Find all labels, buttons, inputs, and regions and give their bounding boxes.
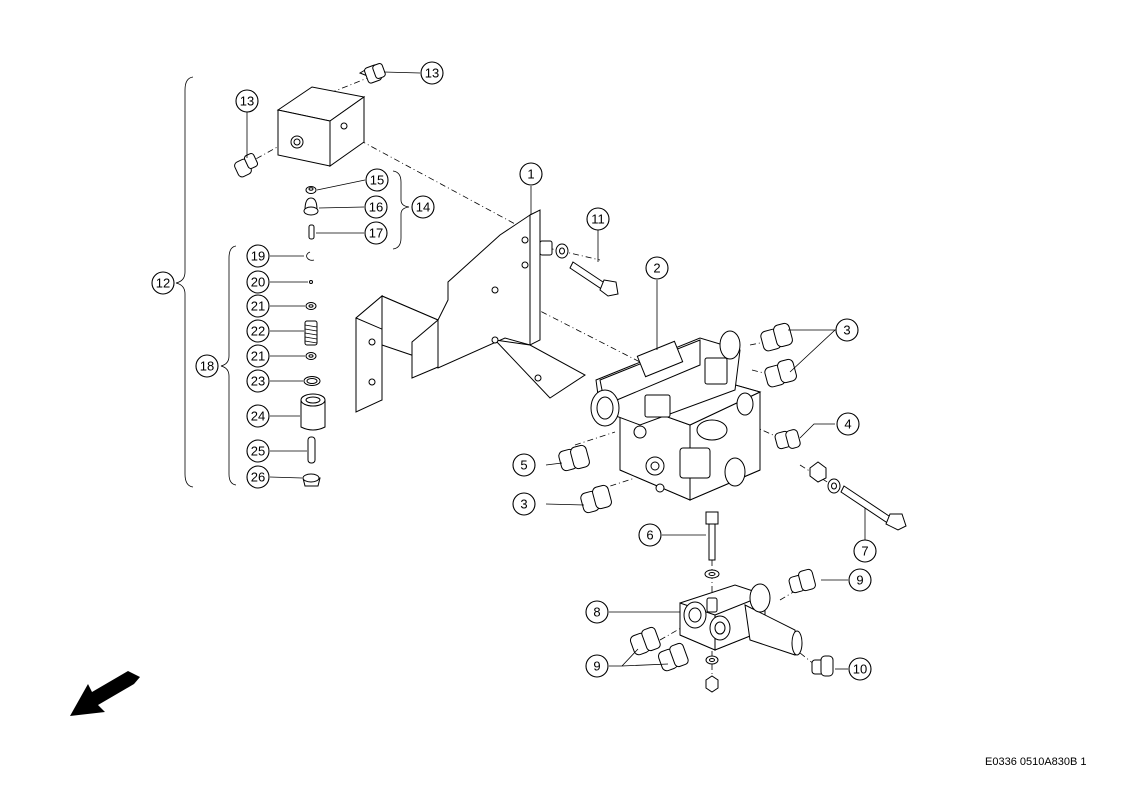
fitting-13-top bbox=[358, 63, 386, 84]
callout-3-lower: 3 bbox=[512, 492, 536, 516]
svg-text:24: 24 bbox=[251, 409, 265, 424]
svg-text:23: 23 bbox=[251, 374, 265, 389]
parts-19-26 bbox=[300, 251, 326, 487]
callout-21-upper: 21 bbox=[246, 294, 270, 318]
svg-text:3: 3 bbox=[843, 323, 850, 338]
callout-stubs bbox=[269, 255, 308, 479]
callout-3-upper: 3 bbox=[835, 318, 859, 342]
callout-12: 12 bbox=[151, 271, 175, 295]
svg-text:14: 14 bbox=[416, 200, 430, 215]
callout-15: 15 bbox=[365, 168, 389, 192]
callout-2: 2 bbox=[645, 256, 669, 280]
callout-1: 1 bbox=[519, 162, 543, 186]
callout-8: 8 bbox=[585, 600, 609, 624]
callout-4: 4 bbox=[836, 412, 860, 436]
svg-text:25: 25 bbox=[251, 444, 265, 459]
flow-block bbox=[679, 583, 803, 693]
bolt-6 bbox=[704, 511, 720, 579]
svg-text:19: 19 bbox=[251, 249, 265, 264]
bolt-7-set bbox=[809, 461, 907, 531]
svg-text:12: 12 bbox=[156, 276, 170, 291]
fitting-4 bbox=[774, 429, 801, 450]
svg-text:18: 18 bbox=[200, 359, 214, 374]
svg-text:9: 9 bbox=[856, 573, 863, 588]
svg-text:21: 21 bbox=[251, 299, 265, 314]
svg-text:13: 13 bbox=[240, 94, 254, 109]
brace-12 bbox=[175, 76, 194, 488]
callout-11: 11 bbox=[586, 207, 610, 231]
callout-23: 23 bbox=[246, 369, 270, 393]
fitting-3-left bbox=[580, 484, 612, 514]
callout-17: 17 bbox=[364, 221, 388, 245]
svg-text:22: 22 bbox=[251, 324, 265, 339]
svg-text:7: 7 bbox=[861, 544, 868, 559]
svg-text:15: 15 bbox=[370, 173, 384, 188]
parts-15-17 bbox=[303, 186, 319, 240]
callout-22: 22 bbox=[246, 319, 270, 343]
callout-7: 7 bbox=[853, 539, 877, 563]
bolt-11-set bbox=[539, 240, 619, 297]
callout-21-lower: 21 bbox=[246, 344, 270, 368]
callout-13-top: 13 bbox=[420, 61, 444, 85]
drawing-reference-code: E0336 0510A830B 1 bbox=[985, 756, 1087, 768]
svg-text:9: 9 bbox=[593, 659, 600, 674]
callout-9-right: 9 bbox=[848, 568, 872, 592]
fittings-9-left bbox=[629, 626, 689, 672]
fittings-3-right bbox=[760, 322, 797, 388]
svg-text:11: 11 bbox=[591, 212, 605, 227]
callout-13-left: 13 bbox=[235, 89, 259, 113]
svg-text:17: 17 bbox=[369, 226, 383, 241]
callout-20: 20 bbox=[246, 270, 270, 294]
callout-9-left: 9 bbox=[585, 654, 609, 678]
callout-6: 6 bbox=[638, 523, 662, 547]
leader-lines bbox=[246, 71, 866, 670]
svg-text:4: 4 bbox=[844, 417, 851, 432]
svg-text:16: 16 bbox=[369, 200, 383, 215]
callout-26: 26 bbox=[246, 465, 270, 489]
svg-text:6: 6 bbox=[646, 528, 653, 543]
fitting-5 bbox=[558, 444, 590, 472]
svg-text:10: 10 bbox=[853, 662, 867, 677]
svg-text:3: 3 bbox=[520, 497, 527, 512]
fitting-9-right bbox=[788, 568, 816, 594]
callout-25: 25 bbox=[246, 439, 270, 463]
direction-arrow-icon bbox=[70, 671, 140, 716]
fitting-13-left bbox=[234, 153, 259, 178]
svg-text:26: 26 bbox=[251, 470, 265, 485]
callout-10: 10 bbox=[848, 657, 872, 681]
callout-16: 16 bbox=[364, 195, 388, 219]
cartridge-block bbox=[276, 86, 366, 167]
callout-5: 5 bbox=[512, 453, 536, 477]
callout-14: 14 bbox=[411, 195, 435, 219]
svg-text:5: 5 bbox=[520, 458, 527, 473]
svg-text:20: 20 bbox=[251, 275, 265, 290]
callout-19: 19 bbox=[246, 244, 270, 268]
mounting-bracket bbox=[355, 209, 586, 413]
svg-text:13: 13 bbox=[425, 66, 439, 81]
valve-block bbox=[590, 330, 762, 501]
callout-18: 18 bbox=[195, 354, 219, 378]
svg-text:2: 2 bbox=[653, 261, 660, 276]
fitting-10 bbox=[811, 655, 834, 677]
svg-text:1: 1 bbox=[527, 167, 534, 182]
svg-text:8: 8 bbox=[593, 605, 600, 620]
svg-text:21: 21 bbox=[251, 349, 265, 364]
brace-14 bbox=[392, 170, 410, 250]
brace-18 bbox=[220, 245, 237, 486]
callout-24: 24 bbox=[246, 404, 270, 428]
